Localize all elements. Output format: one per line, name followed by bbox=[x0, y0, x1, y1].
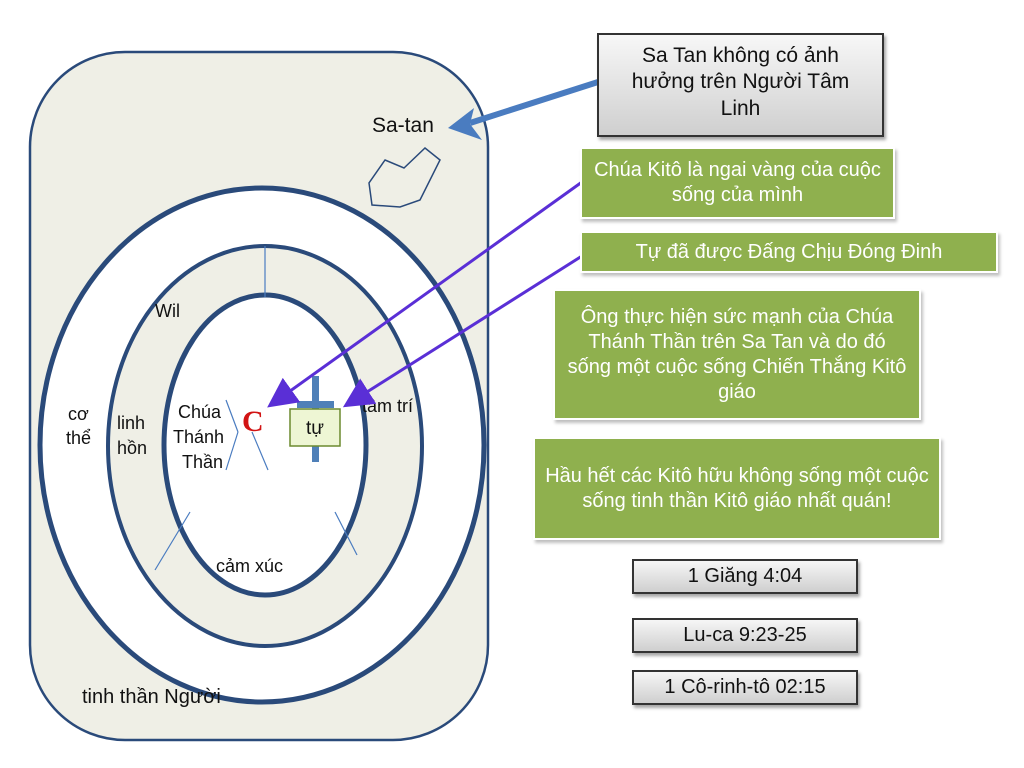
cross-horizontal bbox=[297, 401, 334, 408]
satan-label: Sa-tan bbox=[372, 114, 434, 137]
christ-letter: C bbox=[242, 405, 264, 438]
soul-label: hồn bbox=[117, 438, 147, 458]
callout-throne: Chúa Kitô là ngai vàng của cuộc sống của… bbox=[580, 147, 895, 219]
spirit-label: Chúa bbox=[178, 402, 222, 422]
self-box bbox=[289, 408, 341, 447]
callout-victory: Ông thực hiện sức mạnh của Chúa Thánh Th… bbox=[553, 289, 921, 420]
reference-button: Lu-ca 9:23-25 bbox=[632, 618, 858, 653]
callout-self-crucified: Tự đã được Đấng Chịu Đóng Đinh bbox=[580, 231, 998, 273]
diagram-caption: tinh thần Người bbox=[82, 686, 221, 708]
callout-inconsistent: Hầu hết các Kitô hữu không sống một cuộc… bbox=[533, 437, 941, 540]
throne-line bbox=[251, 431, 269, 471]
arrow-satan-head bbox=[448, 108, 482, 140]
arrow-throne bbox=[267, 180, 583, 408]
throne-line bbox=[225, 431, 239, 471]
emotion-label: cảm xúc bbox=[216, 556, 283, 576]
reference-button: 1 Cô-rinh-tô 02:15 bbox=[632, 670, 858, 705]
soul-label: linh bbox=[117, 413, 145, 433]
self-label: tự bbox=[306, 418, 324, 439]
will-label: Wil bbox=[155, 301, 180, 321]
throne-line bbox=[225, 399, 239, 433]
mind-label: tâm trí bbox=[362, 396, 413, 416]
soul-divider-right bbox=[334, 511, 358, 556]
satan-shape bbox=[368, 147, 441, 208]
body-label: thể bbox=[66, 428, 91, 448]
satan-callout-box: Sa Tan không có ảnh hưởng trên Người Tâm… bbox=[597, 33, 884, 137]
arrow-satan bbox=[469, 79, 599, 126]
spirit-label: Thần bbox=[182, 452, 223, 472]
spirit-label: Thánh bbox=[173, 427, 224, 447]
arrow-self bbox=[342, 254, 583, 408]
body-label: cơ bbox=[68, 404, 89, 424]
soul-divider-left bbox=[154, 511, 191, 571]
reference-button: 1 Giăng 4:04 bbox=[632, 559, 858, 594]
